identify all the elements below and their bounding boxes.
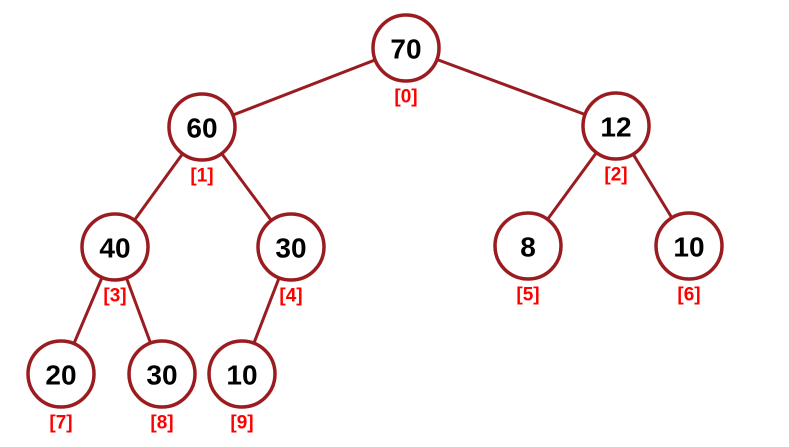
tree-node: 8 [5] bbox=[493, 211, 563, 306]
tree-node: 30 [4] bbox=[256, 212, 326, 307]
node-index-label: [2] bbox=[604, 165, 627, 186]
node-circle bbox=[371, 13, 441, 83]
tree-node: 40 [3] bbox=[80, 212, 150, 307]
node-index-label: [0] bbox=[394, 87, 417, 108]
node-index-label: [9] bbox=[230, 413, 253, 434]
node-value: 70 bbox=[390, 34, 421, 65]
node-value: 60 bbox=[186, 113, 217, 144]
node-circle bbox=[127, 339, 197, 409]
node-value: 8 bbox=[520, 232, 536, 263]
node-value: 10 bbox=[673, 232, 704, 263]
node-circle bbox=[493, 211, 563, 281]
node-value: 30 bbox=[146, 360, 177, 391]
node-index-label: [8] bbox=[150, 413, 173, 434]
node-value: 30 bbox=[275, 233, 306, 264]
tree-node: 60 [1] bbox=[167, 92, 237, 187]
tree-nodes-layer: 70 [0] 60 [1] 12 [2] 40 [3] 30 [4] 8 [5] 10 [6] 20 [7] 3… bbox=[26, 13, 724, 434]
node-index-label: [4] bbox=[279, 286, 302, 307]
node-index-label: [5] bbox=[516, 285, 539, 306]
node-value: 12 bbox=[600, 112, 631, 143]
tree-edge bbox=[201, 46, 407, 129]
node-circle bbox=[26, 339, 96, 409]
node-circle bbox=[80, 212, 150, 282]
node-index-label: [3] bbox=[103, 286, 126, 307]
node-index-label: [7] bbox=[49, 413, 72, 434]
tree-edges-layer bbox=[59, 46, 691, 375]
node-value: 20 bbox=[45, 360, 76, 391]
node-circle bbox=[654, 211, 724, 281]
tree-node: 10 [9] bbox=[207, 339, 277, 434]
tree-edge bbox=[405, 46, 617, 128]
tree-node: 20 [7] bbox=[26, 339, 96, 434]
node-index-label: [1] bbox=[190, 166, 213, 187]
node-index-label: [6] bbox=[677, 285, 700, 306]
tree-node: 10 [6] bbox=[654, 211, 724, 306]
tree-node: 30 [8] bbox=[127, 339, 197, 434]
node-circle bbox=[256, 212, 326, 282]
node-value: 40 bbox=[99, 233, 130, 264]
node-circle bbox=[581, 91, 651, 161]
node-value: 10 bbox=[226, 360, 257, 391]
tree-node: 70 [0] bbox=[371, 13, 441, 108]
node-circle bbox=[207, 339, 277, 409]
tree-node: 12 [2] bbox=[581, 91, 651, 186]
node-circle bbox=[167, 92, 237, 162]
